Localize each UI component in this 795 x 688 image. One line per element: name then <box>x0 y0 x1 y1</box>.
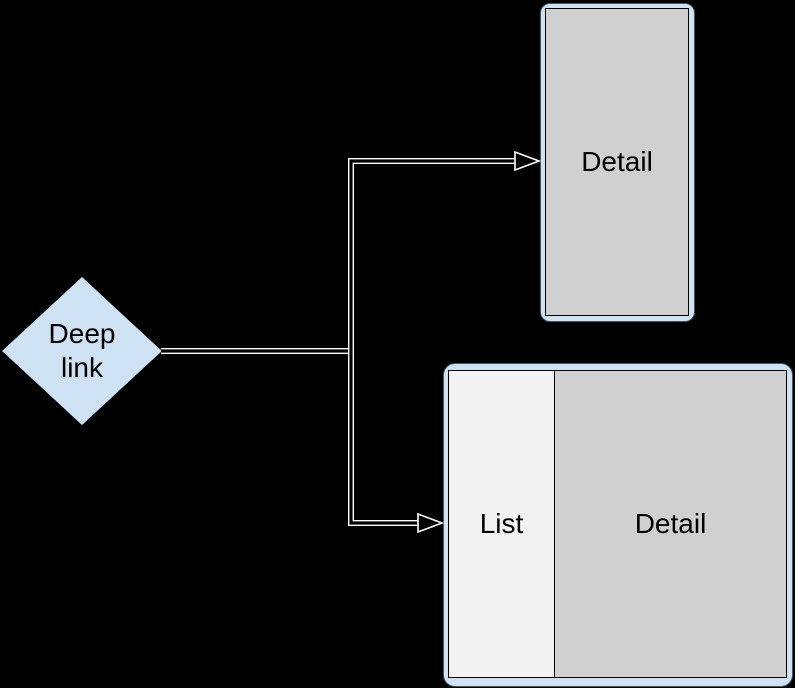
phone-detail-screen: Detail <box>545 8 689 316</box>
diamond-shape <box>0 275 164 427</box>
connector-to-split <box>348 349 445 534</box>
deep-link-decision-node <box>0 275 164 427</box>
tablet-frame-node: List Detail <box>443 363 793 687</box>
tablet-screen: List Detail <box>448 370 787 678</box>
deep-link-label: Deep link <box>48 318 116 383</box>
detail-pane-label: Detail <box>634 508 707 539</box>
phone-detail-label: Detail <box>581 146 653 177</box>
phone-frame-node: Detail <box>540 3 695 322</box>
list-pane-label: List <box>479 508 524 539</box>
list-pane: List <box>448 370 555 678</box>
connector-to-phone <box>348 150 542 353</box>
detail-pane: Detail <box>555 370 787 678</box>
arrowhead-to-phone <box>514 150 542 172</box>
arrowhead-to-split <box>417 512 445 534</box>
